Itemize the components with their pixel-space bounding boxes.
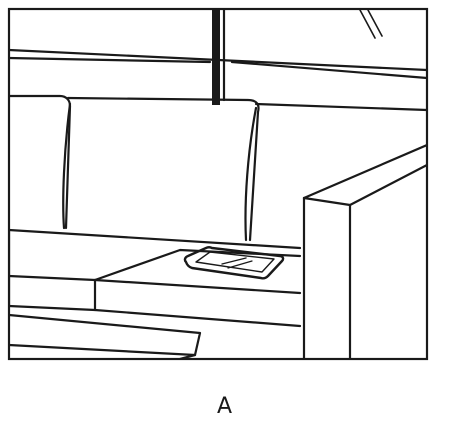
figure-frame <box>7 7 429 361</box>
window-mullion <box>212 9 226 105</box>
figure-caption: A <box>216 394 234 419</box>
coffee-table <box>9 313 202 359</box>
sofa-back-cushions <box>9 94 427 242</box>
sofa-armrest <box>302 143 427 359</box>
phone-icon <box>183 246 285 280</box>
